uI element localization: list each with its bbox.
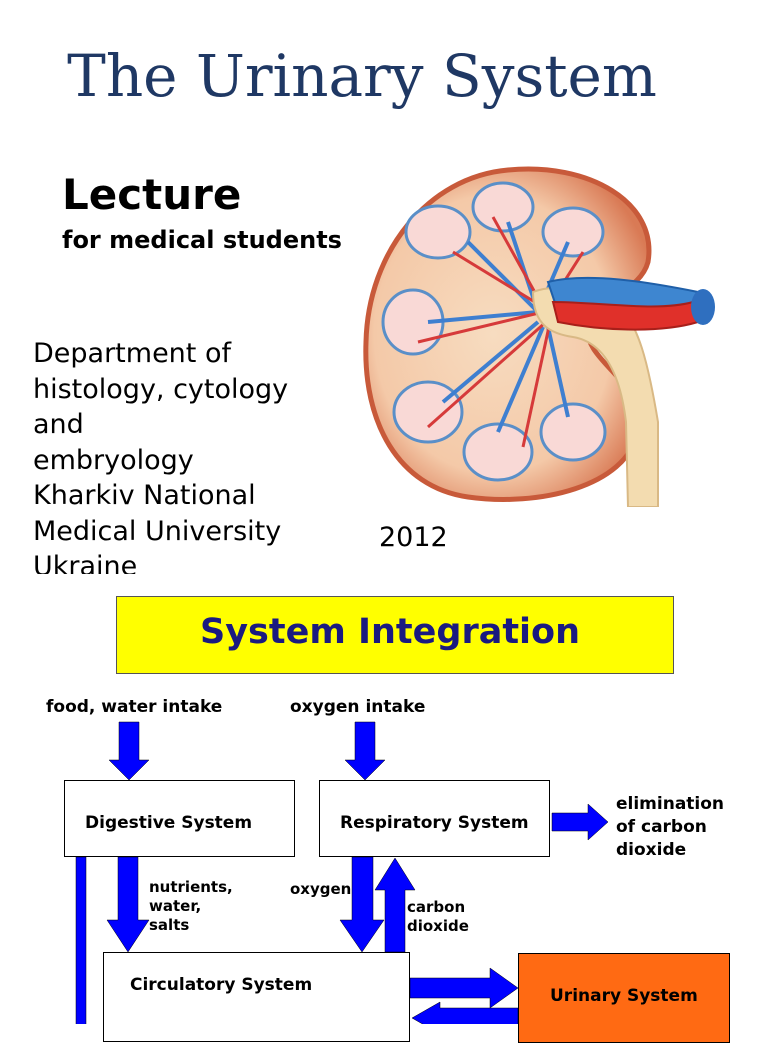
food-intake-label: food, water intake [46,697,223,717]
urinary-system-box: Urinary System [518,953,730,1043]
department-info: Department of histology, cytology and em… [33,336,353,574]
department-line: Department of [33,338,231,369]
oxygen-intake-label: oxygen intake [290,697,426,717]
department-line: Kharkiv National [33,480,256,511]
circulatory-system-label: Circulatory System [130,975,313,995]
left-flow-line [75,856,87,1024]
carbon-dioxide-label: carbon dioxide [407,898,469,935]
to-urinary-arrow [409,967,519,1009]
year: 2012 [379,522,448,553]
oxygen-intake-arrow [344,721,386,781]
department-line: and [33,409,84,440]
slide-title: The Urinary System [67,42,657,110]
nutrients-arrow [106,856,150,953]
lecture-heading: Lecture [62,170,242,219]
department-line: embryology [33,444,194,476]
digestive-system-label: Digestive System [85,813,253,833]
digestive-system-box: Digestive System [64,780,295,857]
co2-elimination-label: elimination of carbon dioxide [616,794,725,860]
food-arrow [108,721,150,781]
from-urinary-arrow [411,1001,519,1024]
integration-title: System Integration [200,612,581,652]
respiratory-system-box: Respiratory System [319,780,550,857]
department-line: histology, cytology [33,373,289,405]
department-line: Medical University [33,515,282,547]
nutrients-label: nutrients, water, salts [149,878,233,934]
department-line: Ukraine [33,551,138,574]
kidney-illustration [363,166,715,507]
carbon-dioxide-arrow [374,857,416,953]
co2-elimination-arrow [551,803,609,841]
lecture-subtitle: for medical students [62,226,342,254]
circulatory-system-box: Circulatory System [103,952,410,1042]
urinary-system-label: Urinary System [550,986,698,1006]
oxygen-arrow [339,856,385,953]
integration-banner [116,596,674,674]
respiratory-system-label: Respiratory System [340,813,529,833]
oxygen-flow-label: oxygen [290,880,352,898]
